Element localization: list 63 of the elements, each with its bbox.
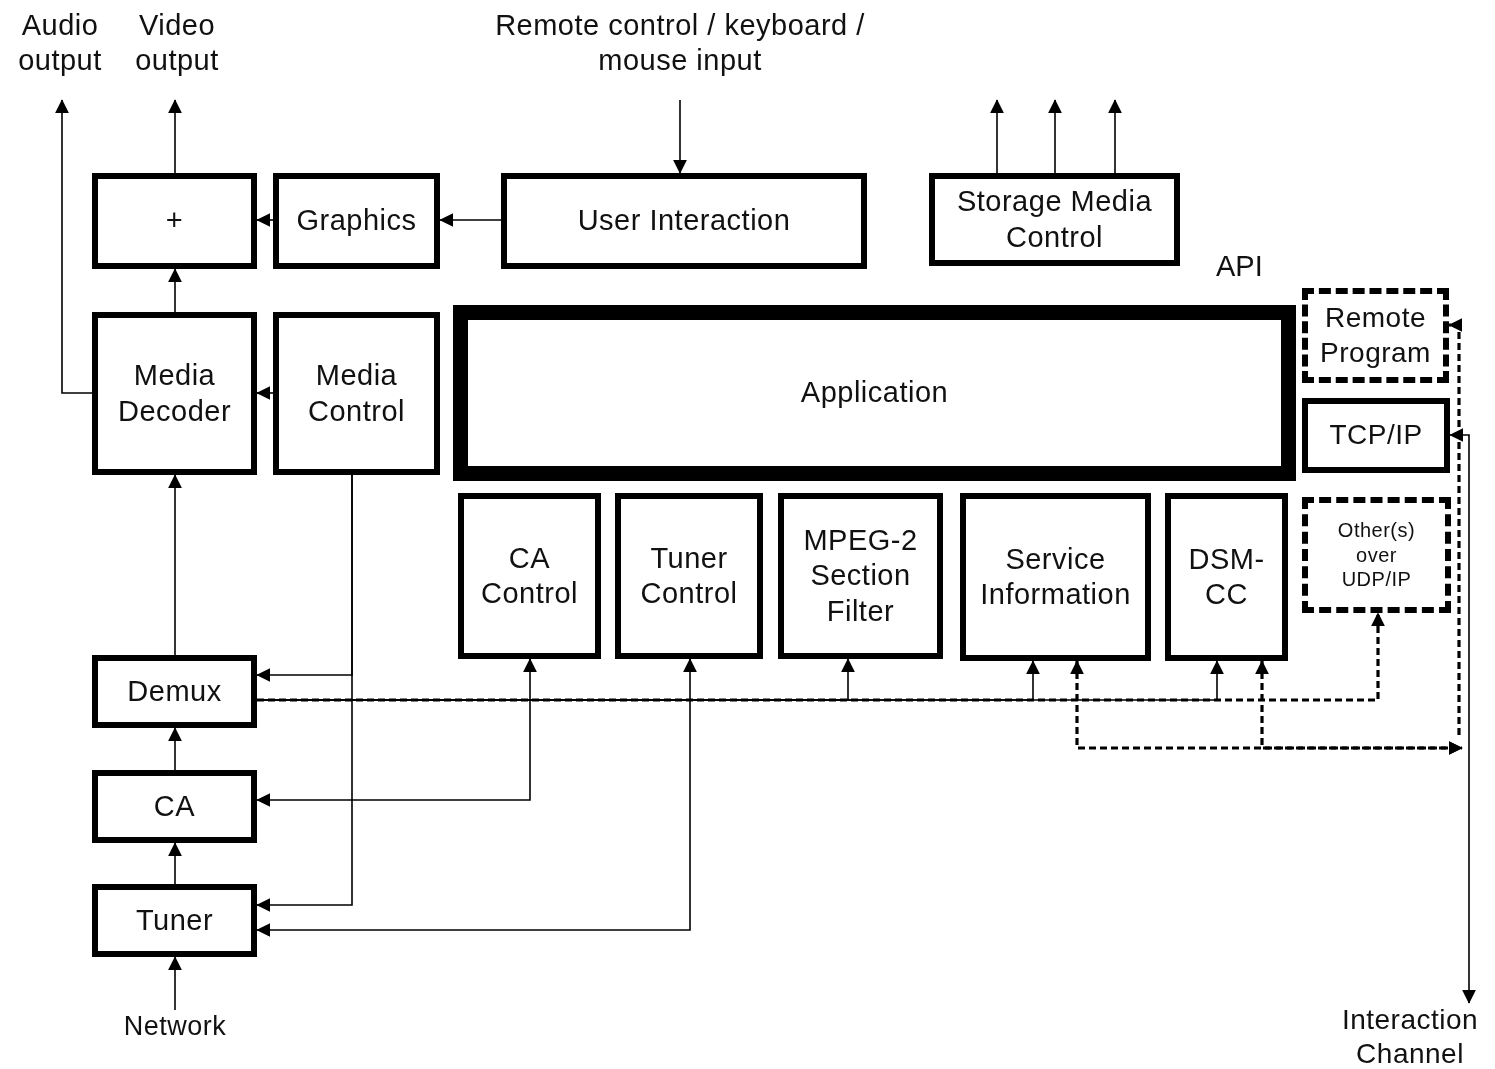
arrow — [673, 99, 687, 174]
io-label: Network — [123, 1010, 227, 1043]
module-box — [92, 884, 257, 957]
io-label: Interaction Channel — [1340, 1003, 1480, 1069]
arrow — [1449, 428, 1476, 1004]
box-label: Application — [800, 375, 949, 411]
box-label: Graphics — [296, 203, 417, 239]
box-label: Demux — [127, 673, 222, 709]
dashed-module-box — [1302, 288, 1449, 383]
arrow — [55, 99, 93, 394]
arrow — [168, 842, 182, 885]
io-label: Video output — [134, 8, 220, 79]
module-box — [960, 493, 1151, 661]
io-label: Remote control / keyboard / mouse input — [494, 8, 866, 79]
arrow — [256, 474, 353, 912]
arrow — [1048, 99, 1062, 174]
arrow — [256, 658, 697, 937]
box-label: Service Information — [979, 541, 1132, 612]
arrow — [168, 268, 182, 313]
io-label: Audio output — [17, 8, 103, 79]
arrow — [256, 213, 274, 227]
module-box — [92, 312, 257, 475]
arrow — [256, 386, 274, 400]
arrow — [1255, 660, 1463, 755]
box-label: User Interaction — [577, 203, 791, 239]
application-box — [453, 305, 1296, 481]
box-label: + — [165, 203, 184, 239]
box-label: MPEG-2 Section Filter — [802, 522, 919, 629]
box-label: CA Control — [480, 540, 579, 611]
box-label: DSM-CC — [1187, 541, 1266, 612]
box-label: Tuner Control — [639, 540, 739, 611]
module-box — [92, 173, 257, 269]
module-box — [273, 173, 440, 269]
module-box — [92, 655, 257, 728]
box-label: CA — [153, 788, 196, 824]
api-label: API — [1216, 250, 1263, 283]
module-box — [501, 173, 867, 269]
arrow — [168, 99, 182, 174]
box-label: TCP/IP — [1329, 418, 1423, 453]
box-label: Tuner — [135, 902, 214, 938]
module-box — [778, 493, 943, 659]
arrow — [990, 99, 1004, 174]
module-box — [1302, 398, 1450, 473]
arrow — [168, 956, 182, 1011]
module-box — [273, 312, 440, 475]
box-label: Remote Program — [1319, 301, 1432, 370]
module-box — [929, 173, 1180, 266]
module-box — [458, 493, 601, 659]
dashed-module-box — [1302, 497, 1451, 613]
arrow — [1108, 99, 1122, 174]
arrow — [168, 727, 182, 771]
module-box — [615, 493, 763, 659]
box-label: Storage Media Control — [955, 184, 1154, 255]
arrow — [257, 612, 1385, 702]
module-box — [1165, 493, 1288, 661]
box-label: Other(s) over UDP/IP — [1336, 518, 1417, 592]
arrow — [439, 213, 502, 227]
box-label: Media Decoder — [116, 358, 233, 429]
arrow — [1448, 318, 1463, 735]
arrow — [256, 658, 537, 807]
module-box — [92, 770, 257, 843]
box-label: Media Control — [307, 358, 406, 429]
arrow — [168, 474, 182, 656]
